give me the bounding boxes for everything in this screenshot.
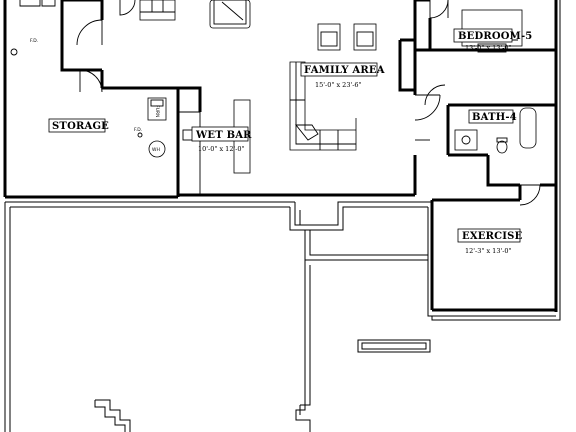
wet-bar-label: WET BAR [195,130,252,141]
floor-drain-storage [137,132,143,138]
foundation-walls [4,0,561,432]
exterior-walls [3,0,558,312]
doors [76,0,541,206]
furnace-label: FURN [154,105,160,117]
furnace-unit [147,97,167,121]
couch-top [139,0,176,21]
pool-table [209,0,251,29]
family-area-label: FAMILY AREA [304,65,385,76]
exercise-label: EXERCISE [462,231,523,242]
water-heater [148,140,166,158]
bedroom5-dims: 13'-0" x 13'-0" [465,44,512,52]
vanity [454,129,478,151]
room-labels: BEDROOM-5 13'-0" x 13'-0" FAMILY AREA 15… [48,28,532,255]
armchair-right [353,23,377,51]
floor-drain-left [10,48,18,56]
interior-walls [60,0,556,202]
storage-label: STORAGE [52,121,109,132]
armchair-left [317,23,341,51]
bath4-label: BATH-4 [472,112,517,123]
fixture-labels: FURN WH F.D. F.D. [30,38,160,153]
floor-drain-label-2: F.D. [134,127,142,133]
exercise-dims: 12'-3" x 13'-0" [465,247,512,255]
wet-bar-dims: 10'-0" x 12'-0" [198,145,245,153]
family-area-dims: 15'-0" x 23'-6" [315,81,362,89]
floor-drain-label-1: F.D. [30,38,38,44]
water-heater-label: WH [152,147,160,153]
toilet [496,140,508,154]
bathtub [519,107,537,149]
bedroom5-label: BEDROOM-5 [458,31,532,42]
